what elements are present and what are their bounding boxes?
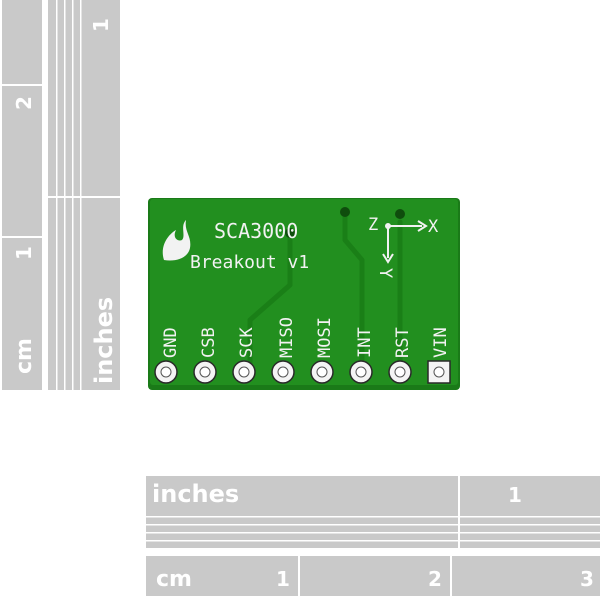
left-cm-ruler: cm 2 1 xyxy=(2,0,42,390)
bottom-inches-number-1: 1 xyxy=(508,483,522,507)
pin-label-miso: MISO xyxy=(277,317,297,358)
bottom-inches-label: inches xyxy=(152,480,239,508)
axis-x-label: X xyxy=(428,217,439,237)
pad-sck xyxy=(232,360,256,384)
axis-z-label: Z xyxy=(368,215,378,235)
pad-vin xyxy=(427,360,451,384)
bottom-cm-number-2: 2 xyxy=(428,567,442,591)
pcb-vias xyxy=(285,207,405,238)
pad-int xyxy=(349,360,373,384)
pin-label-csb: CSB xyxy=(199,327,219,358)
bottom-cm-ruler: cm 1 2 3 xyxy=(146,556,600,596)
sparkfun-flame-logo xyxy=(162,220,191,261)
pad-rst xyxy=(388,360,412,384)
left-cm-number-1: 1 xyxy=(12,246,36,260)
board-subtitle: Breakout v1 xyxy=(190,252,309,273)
pad-mosi xyxy=(310,360,334,384)
bottom-cm-label: cm xyxy=(156,567,192,592)
bottom-cm-number-1: 1 xyxy=(276,567,290,591)
pin-label-mosi: MOSI xyxy=(315,317,335,358)
bottom-cm-number-3: 3 xyxy=(580,567,594,591)
pcb-traces xyxy=(247,209,403,375)
bottom-inches-ruler: inches 1 xyxy=(146,476,600,548)
board-title: SCA3000 xyxy=(214,219,298,243)
pin-label-vin: VIN xyxy=(431,327,451,358)
pcb-board: SCA3000 Breakout v1 Z X Y GND CSB SCK MI… xyxy=(148,198,460,390)
pin-pads xyxy=(154,360,451,384)
axis-y-label: Y xyxy=(375,268,395,278)
pin-label-gnd: GND xyxy=(161,327,181,358)
pin-label-rst: RST xyxy=(393,327,413,358)
left-cm-label: cm xyxy=(12,338,37,374)
left-inches-label: inches xyxy=(90,297,118,384)
pad-gnd xyxy=(154,360,178,384)
pin-labels: GND CSB SCK MISO MOSI INT RST VIN xyxy=(161,317,451,358)
pin-label-int: INT xyxy=(355,327,375,358)
axis-indicator: Z X Y xyxy=(368,215,439,278)
pin-label-sck: SCK xyxy=(237,327,257,358)
pad-csb xyxy=(193,360,217,384)
left-inches-ruler: inches 1 xyxy=(48,0,120,390)
left-cm-number-2: 2 xyxy=(12,96,36,110)
pad-miso xyxy=(271,360,295,384)
left-inches-number-1: 1 xyxy=(89,18,113,32)
